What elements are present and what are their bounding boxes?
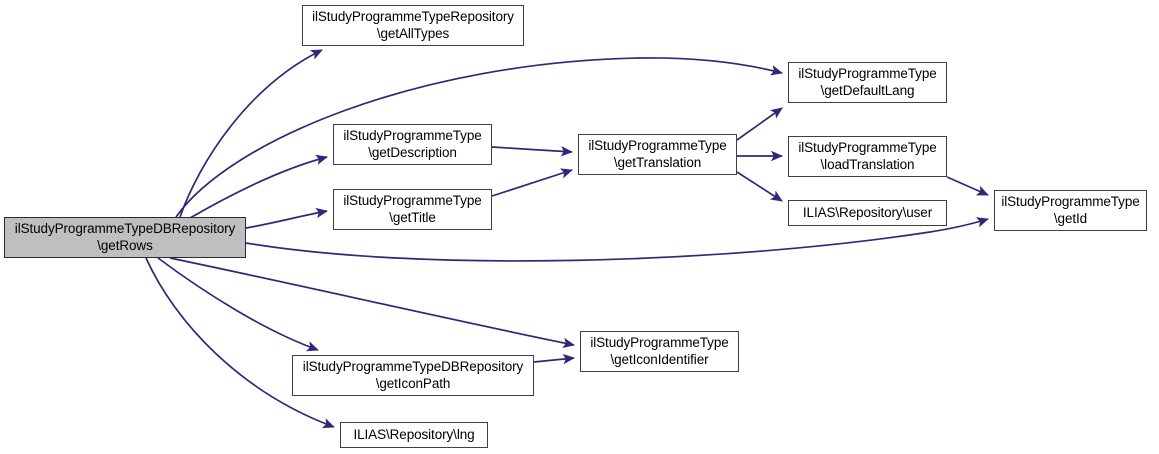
- edge-getRows-getAllTypes: [179, 49, 323, 218]
- node-lng[interactable]: ILIAS\Repository\lng: [340, 422, 488, 448]
- node-getIconIdentifier-line1: ilStudyProgrammeType: [590, 335, 729, 350]
- node-getId[interactable]: ilStudyProgrammeType \getId: [994, 190, 1147, 231]
- edge-getRows-getIconIdentifier: [169, 257, 575, 348]
- node-getDescription-line2: \getDescription: [368, 144, 457, 160]
- node-getRows-line1: ilStudyProgrammeTypeDBRepository: [14, 221, 236, 236]
- edge-getTranslation-user: [736, 171, 783, 202]
- edge-loadTranslation-getId: [946, 176, 989, 196]
- node-getIconIdentifier[interactable]: ilStudyProgrammeType \getIconIdentifier: [580, 331, 739, 372]
- edge-getRows-getTitle: [245, 207, 328, 229]
- node-getRows[interactable]: ilStudyProgrammeTypeDBRepository \getRow…: [4, 217, 246, 258]
- node-user-line1: ILIAS\Repository\user: [802, 204, 933, 220]
- edge-getDescription-getTranslation: [491, 146, 573, 157]
- node-getDefaultLang-line1: ilStudyProgrammeType: [798, 66, 937, 81]
- node-getAllTypes-line1: ilStudyProgrammeTypeRepository: [312, 9, 514, 24]
- node-getDefaultLang[interactable]: ilStudyProgrammeType \getDefaultLang: [788, 62, 947, 103]
- node-getDescription-line1: ilStudyProgrammeType: [343, 128, 482, 143]
- node-getTitle-line2: \getTitle: [389, 209, 436, 225]
- node-getDefaultLang-line2: \getDefaultLang: [820, 82, 915, 98]
- node-user[interactable]: ILIAS\Repository\user: [788, 200, 947, 226]
- node-loadTranslation-line2: \loadTranslation: [820, 156, 915, 172]
- node-getAllTypes-line2: \getAllTypes: [376, 25, 450, 41]
- node-getIconPath-line1: ilStudyProgrammeTypeDBRepository: [302, 359, 524, 374]
- node-getTitle-line1: ilStudyProgrammeType: [343, 193, 482, 208]
- node-getTitle[interactable]: ilStudyProgrammeType \getTitle: [333, 189, 492, 230]
- node-getIconIdentifier-line2: \getIconIdentifier: [610, 351, 709, 367]
- node-getDescription[interactable]: ilStudyProgrammeType \getDescription: [333, 124, 492, 165]
- edge-getTitle-getTranslation: [491, 168, 573, 197]
- edge-getRows-getIconPath: [157, 257, 319, 352]
- node-getId-line2: \getId: [1053, 210, 1088, 226]
- edge-getTranslation-getDefaultLang: [736, 107, 783, 141]
- node-getIconPath[interactable]: ilStudyProgrammeTypeDBRepository \getIco…: [292, 355, 534, 396]
- node-lng-line1: ILIAS\Repository\lng: [353, 426, 475, 442]
- node-loadTranslation[interactable]: ilStudyProgrammeType \loadTranslation: [788, 136, 947, 177]
- edge-getRows-getDescription: [189, 154, 328, 219]
- node-getTranslation-line2: \getTranslation: [613, 154, 702, 170]
- node-getIconPath-line2: \getIconPath: [375, 375, 451, 391]
- node-getTranslation[interactable]: ilStudyProgrammeType \getTranslation: [578, 134, 737, 175]
- edge-getIconPath-getIconIdentifier: [533, 353, 575, 365]
- node-getAllTypes[interactable]: ilStudyProgrammeTypeRepository \getAllTy…: [302, 5, 524, 46]
- node-loadTranslation-line1: ilStudyProgrammeType: [798, 140, 937, 155]
- node-getId-line1: ilStudyProgrammeType: [1001, 194, 1140, 209]
- node-getTranslation-line1: ilStudyProgrammeType: [588, 138, 727, 153]
- edge-getRows-lng: [145, 257, 335, 429]
- node-getRows-line2: \getRows: [97, 237, 153, 253]
